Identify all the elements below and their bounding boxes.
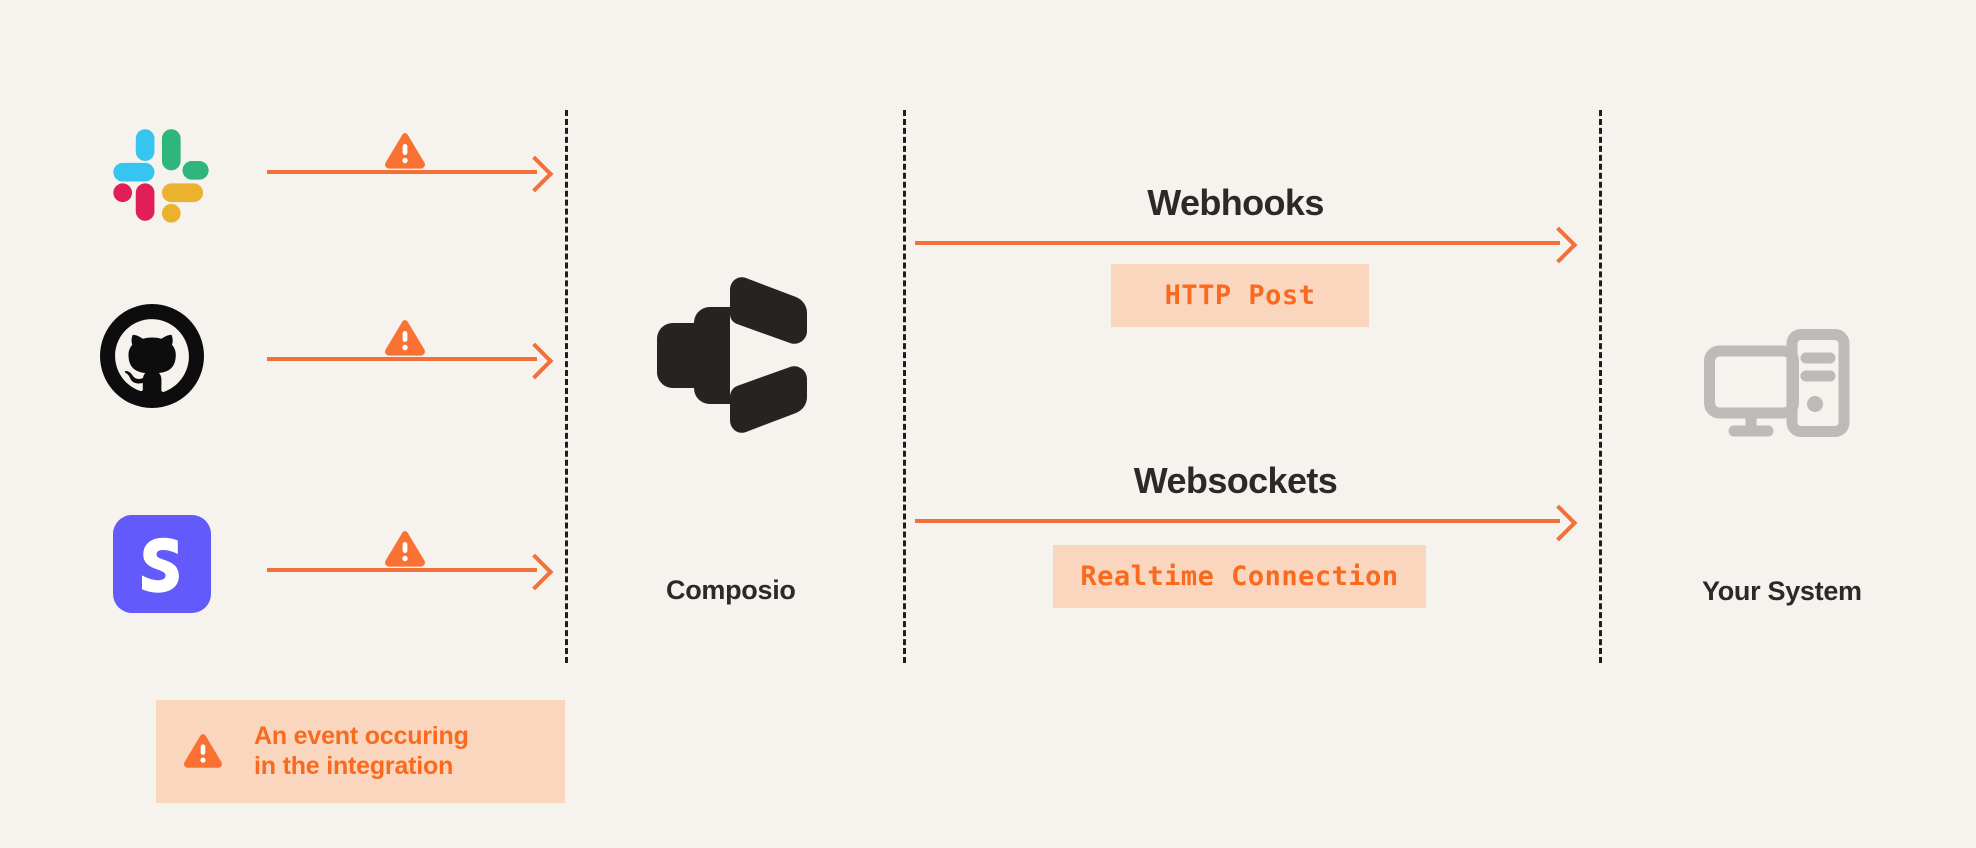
composio-logo bbox=[655, 276, 810, 451]
warning-triangle-icon-slack bbox=[383, 132, 427, 172]
divider-line-right bbox=[1599, 110, 1602, 663]
github-logo bbox=[100, 304, 204, 408]
legend-box: An event occuring in the integration bbox=[156, 700, 565, 803]
computer-icon bbox=[1703, 328, 1851, 446]
slack-logo bbox=[104, 118, 218, 232]
channel-title-webhooks: Webhooks bbox=[1147, 182, 1324, 223]
arrow-right-icon-slack bbox=[516, 155, 554, 193]
warning-triangle-icon-github bbox=[383, 319, 427, 359]
event-arrow-line-stripe bbox=[267, 568, 537, 572]
arrow-right-icon-webhooks bbox=[1540, 226, 1578, 264]
arrow-right-icon-stripe bbox=[516, 553, 554, 591]
badge-realtime-connection: Realtime Connection bbox=[1053, 545, 1426, 608]
arrow-right-icon-websockets bbox=[1540, 504, 1578, 542]
divider-line-middle bbox=[903, 110, 906, 663]
event-arrow-line-github bbox=[267, 357, 537, 361]
stripe-logo bbox=[113, 515, 211, 613]
channel-arrow-line-websockets bbox=[915, 519, 1560, 523]
divider-line-left bbox=[565, 110, 568, 663]
arrow-right-icon-github bbox=[516, 342, 554, 380]
legend-text: An event occuring in the integration bbox=[254, 722, 469, 780]
event-arrow-line-slack bbox=[267, 170, 537, 174]
channel-arrow-line-webhooks bbox=[915, 241, 1560, 245]
channel-title-websockets: Websockets bbox=[1133, 460, 1338, 501]
warning-triangle-icon-legend bbox=[182, 733, 224, 771]
your-system-label: Your System bbox=[1702, 576, 1862, 606]
warning-triangle-icon-stripe bbox=[383, 530, 427, 570]
badge-http-post: HTTP Post bbox=[1111, 264, 1369, 327]
composio-label: Composio bbox=[666, 575, 796, 605]
